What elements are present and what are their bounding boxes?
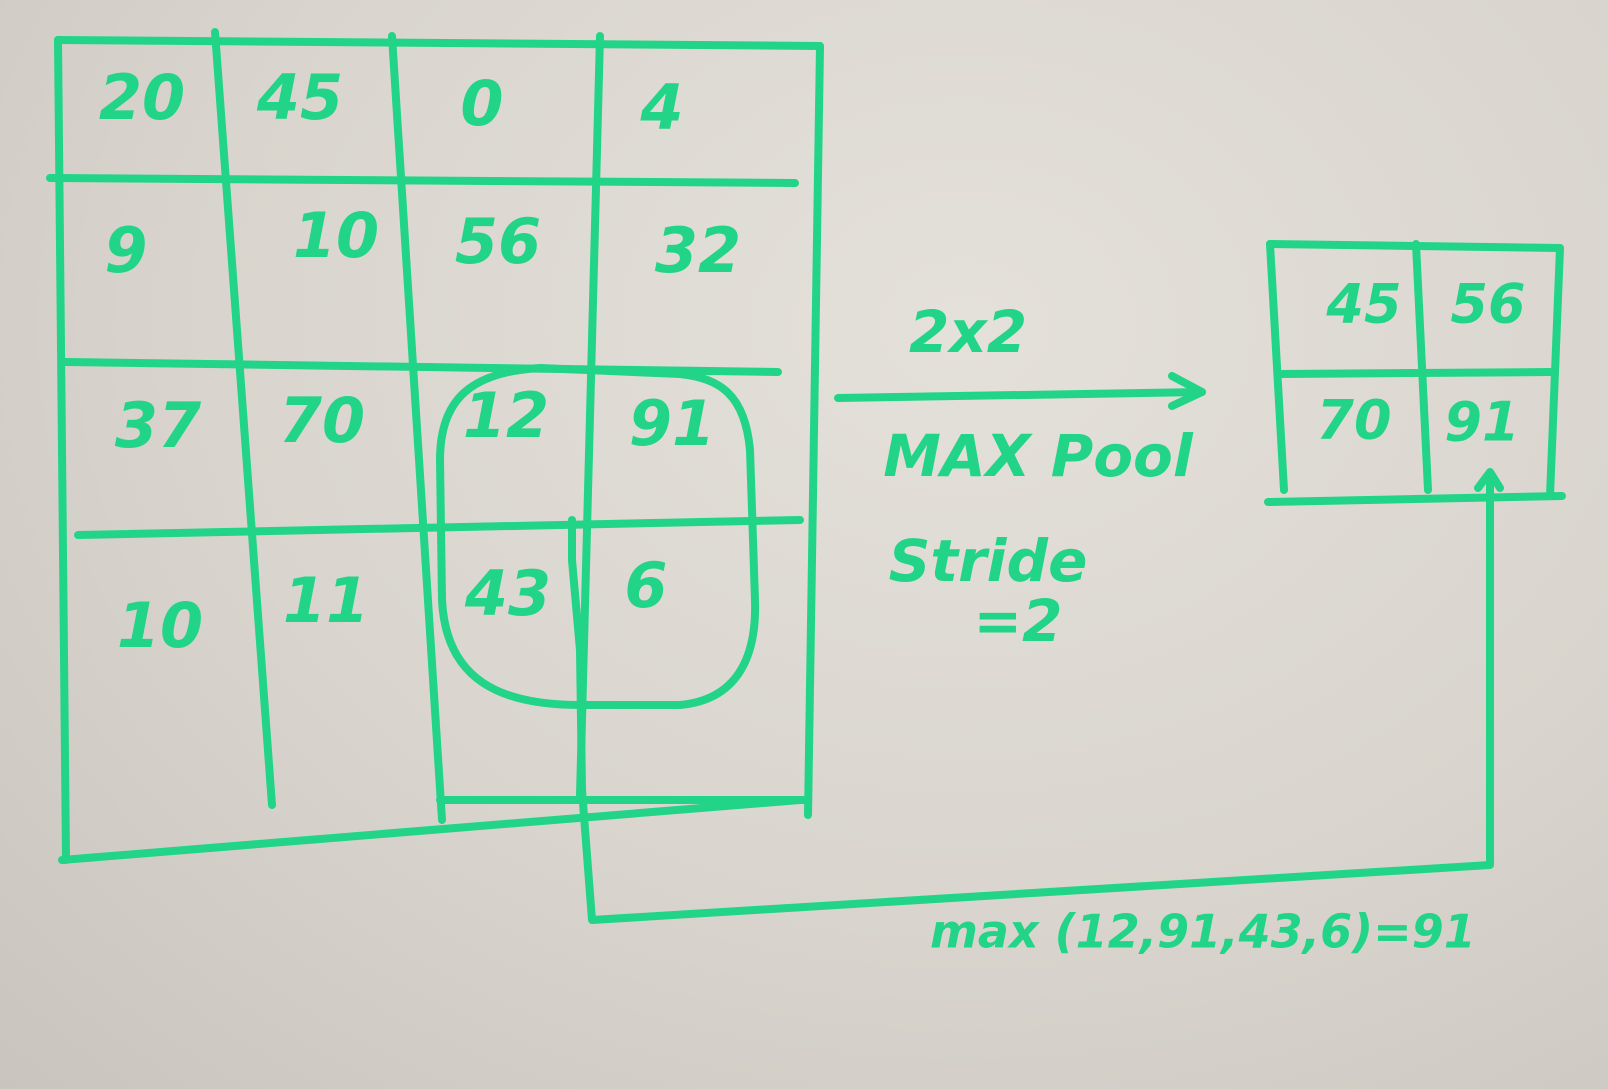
input-grid-bottom-border: [58, 796, 804, 864]
max-formula: max (12,91,43,6)=91: [930, 905, 1476, 959]
input-cell: 4: [639, 71, 683, 144]
kernel-size-label: 2x2: [909, 298, 1027, 366]
output-grid-row-line: [1278, 368, 1556, 378]
output-cell: 70: [1316, 389, 1391, 452]
stride-label: Stride: [889, 527, 1088, 595]
output-grid-col-line: [1412, 240, 1432, 494]
input-grid-top-border: [54, 36, 824, 50]
input-cell: 45: [256, 61, 343, 134]
input-cell: 0: [460, 67, 503, 140]
input-grid-values: 20 45 0 4 9 10 56 32 37 70 12 91 10 11 4…: [99, 61, 741, 662]
input-cell: 32: [655, 214, 741, 287]
connector-arrowhead: [1474, 468, 1504, 492]
input-cell: 43: [464, 557, 551, 630]
input-grid-col-line-1: [211, 28, 276, 809]
stride-value: =2: [974, 587, 1063, 655]
input-grid-col-line-2: [388, 32, 446, 824]
input-cell: 6: [624, 549, 667, 622]
input-cell: 11: [283, 564, 369, 637]
input-grid-right-border: [804, 42, 824, 819]
input-grid-row-line-1: [46, 174, 799, 187]
output-cell: 91: [1444, 391, 1519, 454]
operation-arrow-head: [1168, 372, 1206, 410]
connector-line: [568, 471, 1494, 924]
output-grid-values: 45 56 70 91: [1316, 273, 1525, 454]
input-cell: 10: [293, 199, 379, 272]
operation-name-label: MAX Pool: [883, 422, 1194, 490]
input-cell: 37: [115, 389, 202, 462]
operation-arrow-shaft: [834, 388, 1206, 402]
output-grid-left-border: [1266, 240, 1288, 494]
output-cell: 56: [1450, 273, 1525, 336]
input-grid-left-border: [54, 36, 70, 864]
output-grid-lines: [1264, 240, 1566, 506]
input-cell: 70: [279, 384, 365, 457]
input-cell: 9: [104, 214, 147, 287]
output-grid-bottom-border: [1264, 492, 1566, 506]
output-cell: 45: [1325, 273, 1401, 336]
input-cell: 91: [629, 387, 715, 460]
input-cell: 10: [117, 589, 203, 662]
input-cell: 12: [463, 379, 549, 452]
input-grid-lines: [46, 28, 824, 864]
input-cell: 20: [99, 61, 185, 134]
input-cell: 56: [455, 205, 541, 278]
